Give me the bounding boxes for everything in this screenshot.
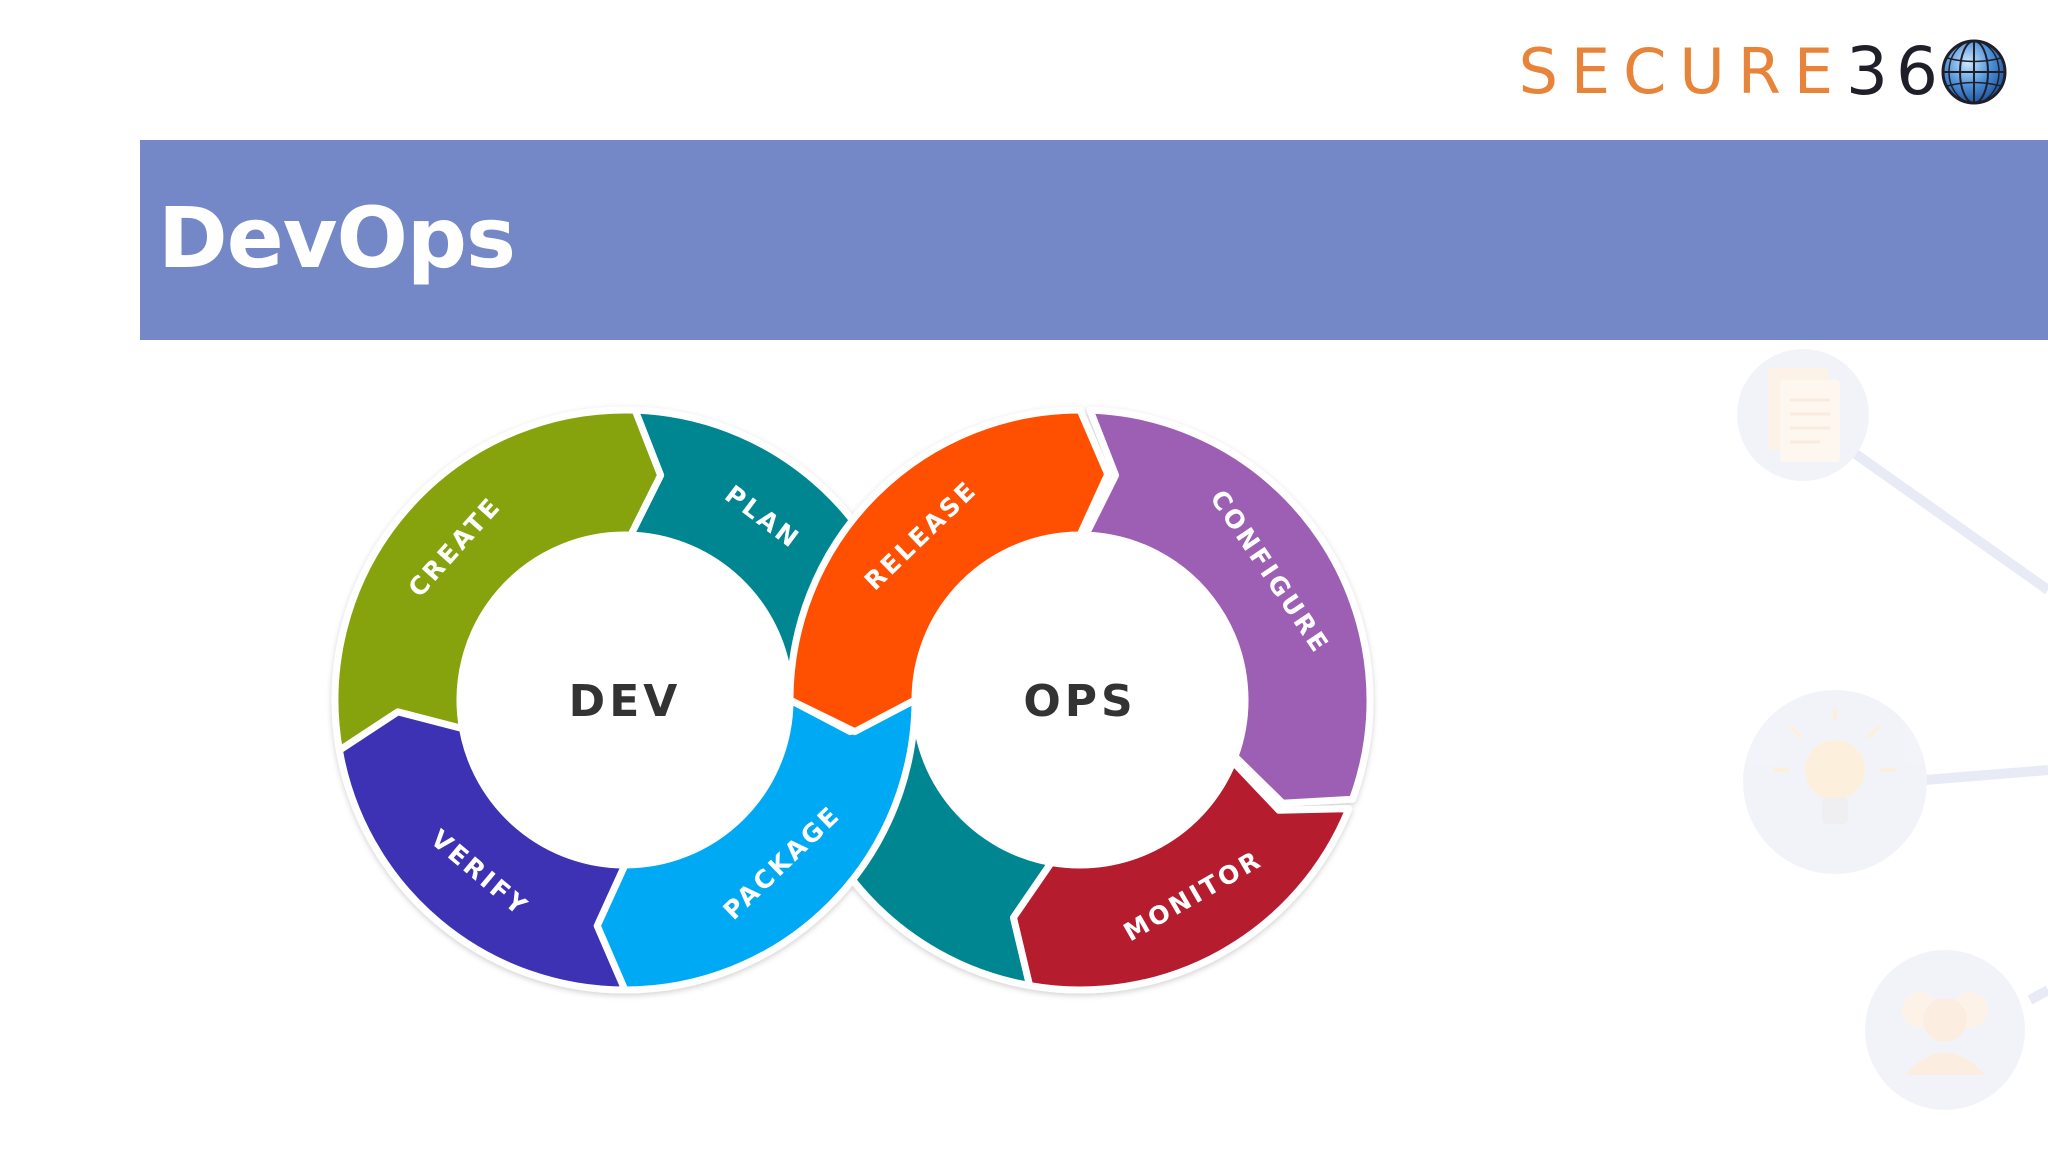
logo-word: SECURE xyxy=(1518,35,1847,108)
globe-icon xyxy=(1941,39,2007,105)
dev-hub-label: DEV xyxy=(569,676,682,727)
secure360-logo: SECURE 36 xyxy=(1519,34,2008,110)
ops-hub-label: OPS xyxy=(1023,676,1136,727)
dev-hub xyxy=(460,535,790,865)
title-bar: DevOps xyxy=(140,140,2048,340)
logo-digits: 36 xyxy=(1846,33,1946,110)
lightbulb-icon xyxy=(1743,690,1927,874)
users-icon xyxy=(1865,950,2025,1110)
document-icon xyxy=(1737,349,1869,481)
page-title: DevOps xyxy=(158,189,516,287)
ops-hub xyxy=(915,535,1245,865)
